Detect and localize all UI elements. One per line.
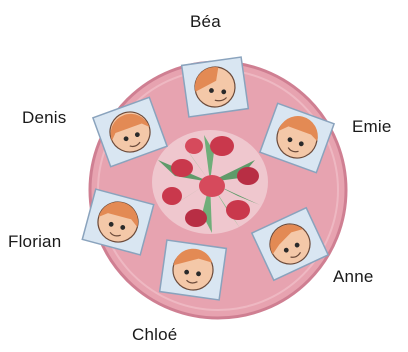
flower-centerpiece <box>152 130 268 234</box>
guest-name-chloe: Chloé <box>132 325 177 345</box>
place-setting-chloe <box>160 240 227 300</box>
place-setting-bea <box>182 57 249 117</box>
guest-name-denis: Denis <box>22 108 66 128</box>
guest-name-bea: Béa <box>190 12 221 32</box>
guest-name-florian: Florian <box>8 232 61 252</box>
guest-name-anne: Anne <box>333 267 374 287</box>
guest-name-emie: Emie <box>352 117 392 137</box>
